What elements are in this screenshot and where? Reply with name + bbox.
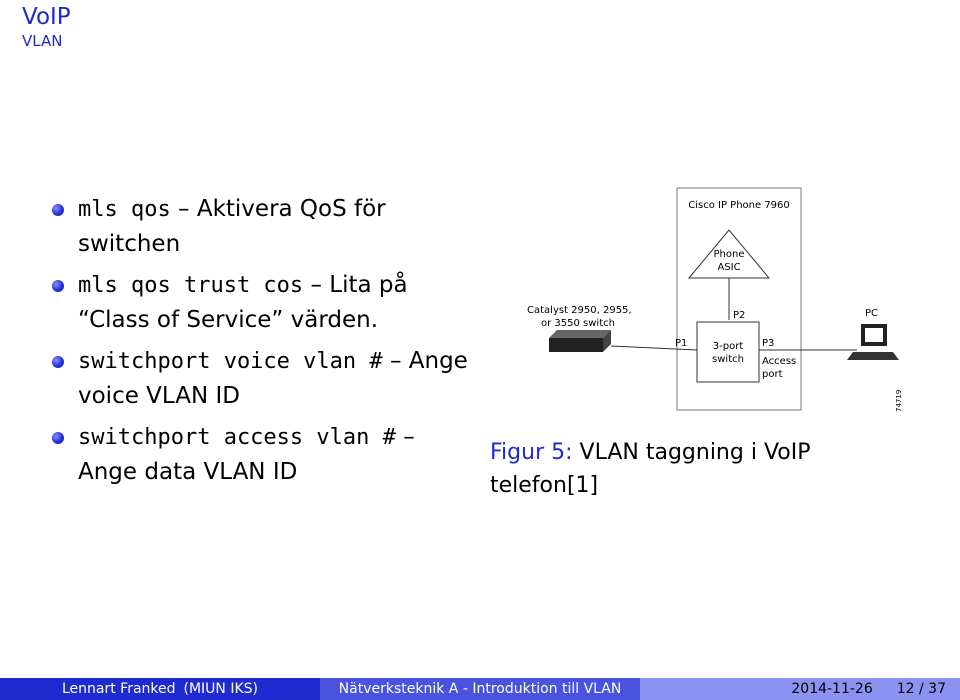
footer-date: 2014-11-26 [791,681,873,697]
access-label-line1: Access [762,356,796,367]
switch-label-line1: 3-port [713,341,744,352]
bullet-icon [52,432,64,444]
caption-text: VLAN taggning i VoIP telefon[1] [490,440,811,498]
list-item: switchport access vlan # – Ange data VLA… [50,420,470,490]
bullet-icon [52,356,64,368]
command-text: mls qos [78,197,171,222]
switch-label-line2: switch [712,354,744,365]
footer-date-section: 2014-11-26 12 / 37 [640,678,960,700]
bullet-icon [52,280,64,292]
footer-institute: (MIUN IKS) [183,681,259,697]
vlan-diagram-figure: Cisco IP Phone 7960 Phone ASIC P2 3-port… [515,180,915,420]
access-label-line2: port [762,369,783,380]
footer-author-section: Lennart Franked (MIUN IKS) [0,678,320,700]
command-text: switchport voice vlan # [78,349,383,374]
figure-code: 74719 [895,390,903,412]
port-p1-label: P1 [675,338,687,349]
footer-course: Nätverksteknik A - Introduktion till VLA… [320,678,640,700]
pc-label: PC [865,308,878,319]
description-text: – Lita på “Class of Service” värden. [78,272,408,333]
list-item: mls qos trust cos – Lita på “Class of Se… [50,268,470,338]
slide-subtitle: VLAN [22,32,63,50]
bullet-icon [52,204,64,216]
command-text: mls qos trust cos [78,273,304,298]
slide-header: VoIP VLAN [22,4,71,50]
slide-footer: Lennart Franked (MIUN IKS) Nätverkstekni… [0,678,960,700]
three-port-switch [696,321,760,383]
pc-icon [847,324,899,360]
description-text: – Ange data VLAN ID [78,424,415,485]
bullet-list: mls qos – Aktivera QoS för switchen mls … [50,192,470,490]
command-text: switchport access vlan # [78,425,396,450]
caption-label: Figur 5: [490,440,573,465]
list-item: mls qos – Aktivera QoS för switchen [50,192,470,262]
phone-label: Cisco IP Phone 7960 [688,200,790,211]
figure-caption: Figur 5: VLAN taggning i VoIP telefon[1] [490,436,870,502]
description-text: – Ange voice VLAN ID [78,348,468,409]
phone-enclosure [676,187,802,411]
asic-label-line1: Phone [714,249,745,260]
footer-author: Lennart Franked [61,681,176,697]
footer-page-number: 12 / 37 [896,681,946,697]
catalyst-switch-icon [549,330,611,352]
asic-label-line2: ASIC [717,262,740,273]
port-p2-label: P2 [733,310,745,321]
catalyst-label-line1: Catalyst 2950, 2955, [527,305,632,316]
list-item: switchport voice vlan # – Ange voice VLA… [50,344,470,414]
vlan-diagram: Cisco IP Phone 7960 Phone ASIC P2 3-port… [527,187,903,412]
catalyst-label-line2: or 3550 switch [541,318,615,329]
port-p3-label: P3 [762,338,774,349]
uplink-line [610,345,698,351]
description-text: – Aktivera QoS för switchen [78,196,386,257]
slide-title: VoIP [22,4,71,30]
